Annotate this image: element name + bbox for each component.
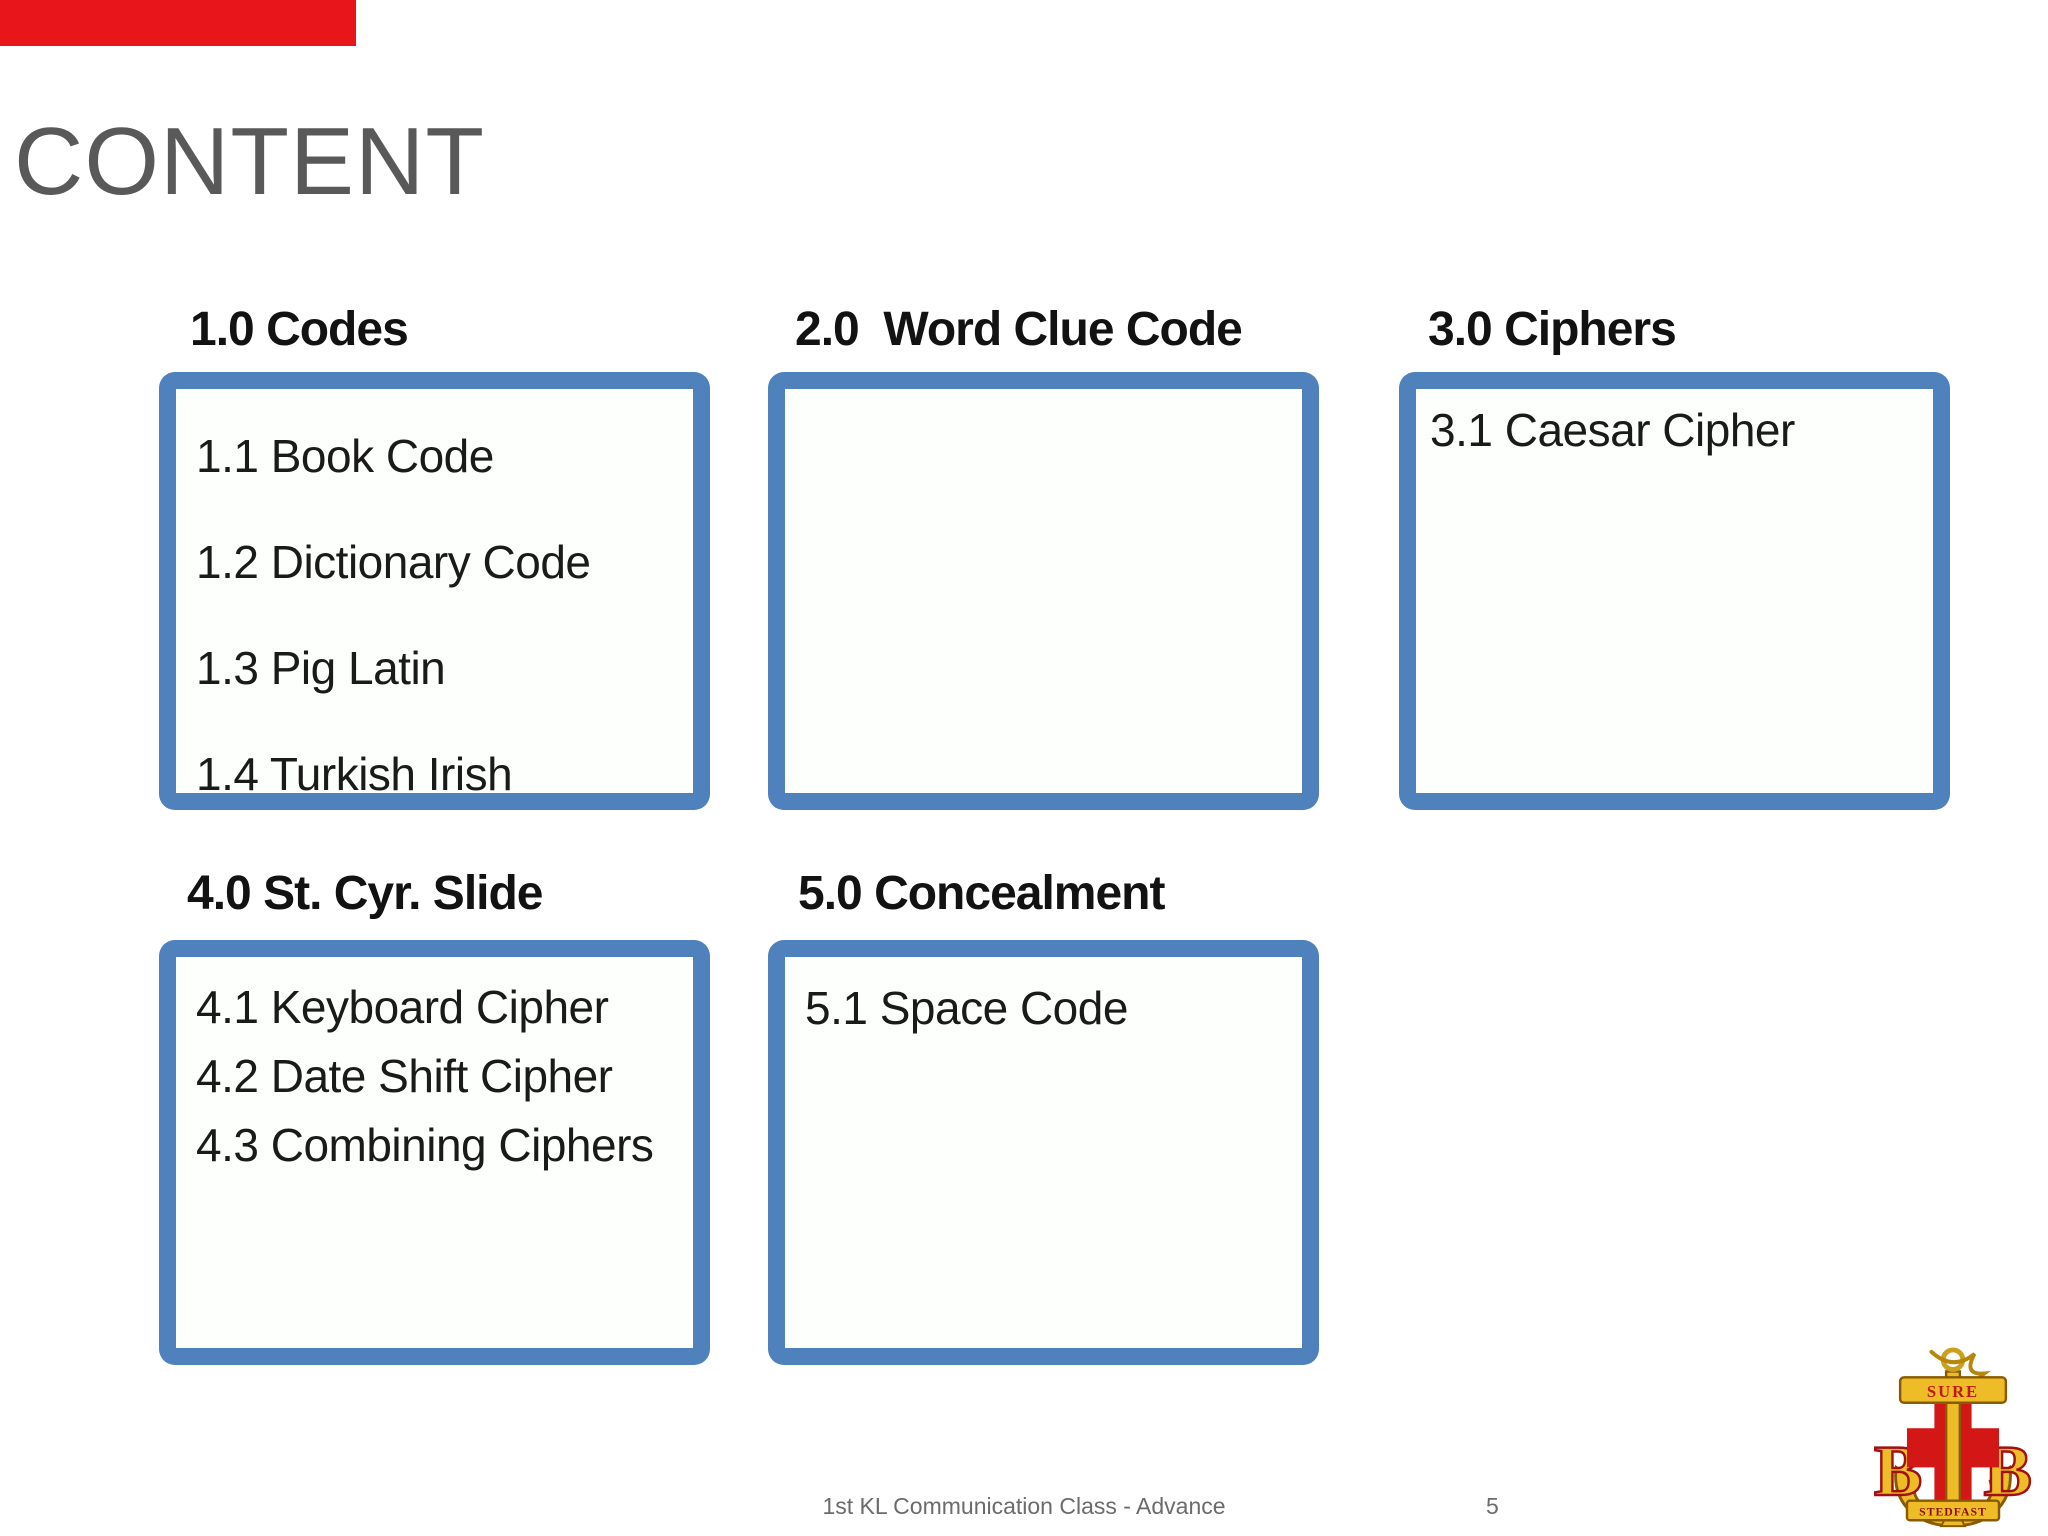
toc-item-pig-latin: 1.3 Pig Latin — [196, 642, 446, 694]
toc-item-book-code: 1.1 Book Code — [196, 430, 494, 482]
section-label-ciphers: 3.0 Ciphers — [1428, 303, 1677, 356]
section-box-ciphers: 3.1 Caesar Cipher — [1399, 372, 1950, 810]
page-title: CONTENT — [14, 108, 485, 215]
toc-item-date-shift-cipher: 4.2 Date Shift Cipher — [196, 1050, 613, 1102]
section-box-codes: 1.1 Book Code 1.2 Dictionary Code 1.3 Pi… — [159, 372, 710, 810]
section-label-codes: 1.0 Codes — [190, 303, 409, 356]
toc-item-caesar-cipher: 3.1 Caesar Cipher — [1430, 404, 1795, 456]
section-box-concealment: 5.1 Space Code — [768, 940, 1319, 1365]
toc-item-space-code: 5.1 Space Code — [805, 982, 1128, 1034]
banner-top-text: SURE — [1927, 1382, 1979, 1401]
toc-item-dictionary-code: 1.2 Dictionary Code — [196, 536, 591, 588]
page-number: 5 — [1486, 1493, 1499, 1519]
boys-brigade-crest-logo: B B SURE STEDFAST — [1874, 1347, 2032, 1528]
banner-bottom — [1905, 1499, 2001, 1522]
toc-item-turkish-irish: 1.4 Turkish Irish — [196, 748, 513, 800]
section-label-word-clue-code: 2.0 Word Clue Code — [795, 303, 1243, 356]
banner-bottom-text: STEDFAST — [1919, 1505, 1987, 1518]
red-accent-bar — [0, 0, 356, 46]
toc-item-keyboard-cipher: 4.1 Keyboard Cipher — [196, 981, 609, 1033]
section-box-st-cyr-slide: 4.1 Keyboard Cipher 4.2 Date Shift Ciphe… — [159, 940, 710, 1365]
footer-text: 1st KL Communication Class - Advance — [822, 1493, 1226, 1519]
section-label-st-cyr-slide: 4.0 St. Cyr. Slide — [187, 867, 543, 920]
section-label-concealment: 5.0 Concealment — [798, 867, 1165, 920]
toc-item-combining-ciphers: 4.3 Combining Ciphers — [196, 1119, 654, 1171]
banner-top — [1898, 1376, 2008, 1405]
section-box-word-clue-code — [768, 372, 1319, 810]
